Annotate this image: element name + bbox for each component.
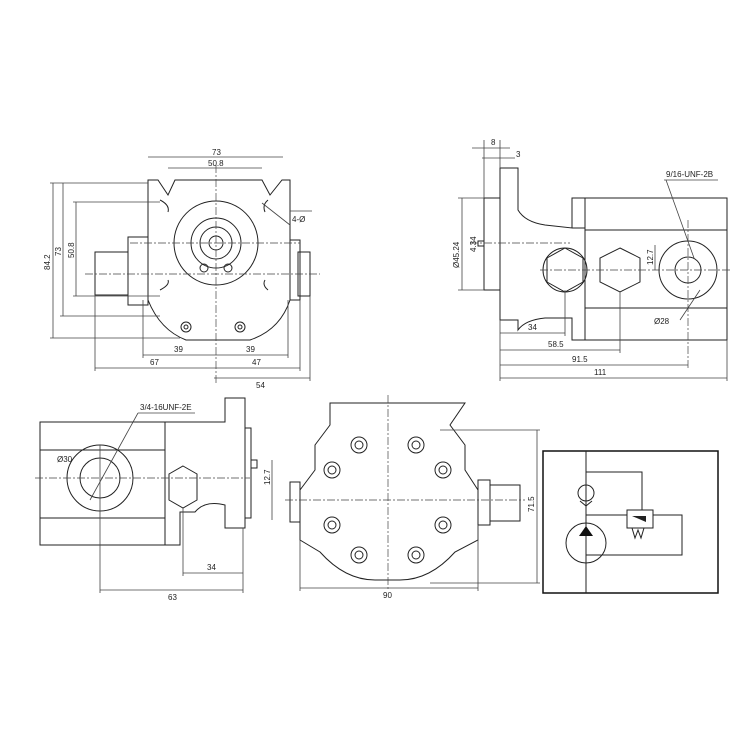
hydraulic-schematic	[542, 450, 719, 594]
rear-view: 71.5 90	[285, 395, 540, 600]
dim-3: 3	[516, 150, 521, 159]
port-spot-face: Ø30	[57, 455, 73, 464]
dim-34: 34	[207, 563, 216, 572]
dim-58-5: 58.5	[548, 340, 564, 349]
dim-width: 73	[212, 148, 221, 157]
front-view: 73 50.8 4-Ø 84.2 73 50.8 39 39 67 47 54	[43, 148, 320, 390]
pump-triangle-icon	[579, 526, 593, 536]
dim-111: 111	[594, 368, 607, 377]
side-view: 8 3 9/16-UNF-2B Ø45.24 4.34 12.7 Ø28 34 …	[452, 138, 730, 381]
dim-bolt-spacing-h: 50.8	[208, 159, 224, 168]
port-offset: 12.7	[263, 469, 272, 485]
hole-callout: 4-Ø	[292, 215, 305, 224]
dim-right-47: 47	[252, 358, 261, 367]
port-thread: 3/4-16UNF-2E	[140, 403, 192, 412]
dim-34: 34	[528, 323, 537, 332]
port-offset: 12.7	[646, 249, 655, 265]
dim-left-67: 67	[150, 358, 159, 367]
relief-valve-arrow-icon	[632, 516, 646, 522]
dim-left-39: 39	[174, 345, 183, 354]
dim-height: 73	[54, 247, 63, 256]
bolt-holes	[323, 436, 452, 564]
dim-8: 8	[491, 138, 496, 147]
pilot-diameter: Ø45.24	[452, 241, 461, 268]
dim-bolt-spacing-v: 50.8	[67, 242, 76, 258]
bottom-view: 3/4-16UNF-2E Ø30 12.7 34 63	[35, 397, 273, 602]
dim-height-total: 84.2	[43, 254, 52, 270]
dim-height: 71.5	[527, 496, 536, 512]
shaft-dim: 4.34	[469, 236, 478, 252]
dim-91-5: 91.5	[572, 355, 588, 364]
port-thread: 9/16-UNF-2B	[666, 170, 713, 179]
dim-right-39: 39	[246, 345, 255, 354]
dim-63: 63	[168, 593, 177, 602]
dim-width: 90	[383, 591, 392, 600]
dim-right-54: 54	[256, 381, 265, 390]
port-spot-face: Ø28	[654, 317, 670, 326]
